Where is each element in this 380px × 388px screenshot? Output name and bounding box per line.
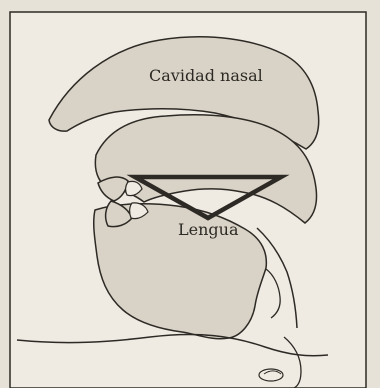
- nasal-cavity-label: Cavidad nasal: [149, 66, 263, 85]
- tongue-label: Lengua: [178, 220, 239, 239]
